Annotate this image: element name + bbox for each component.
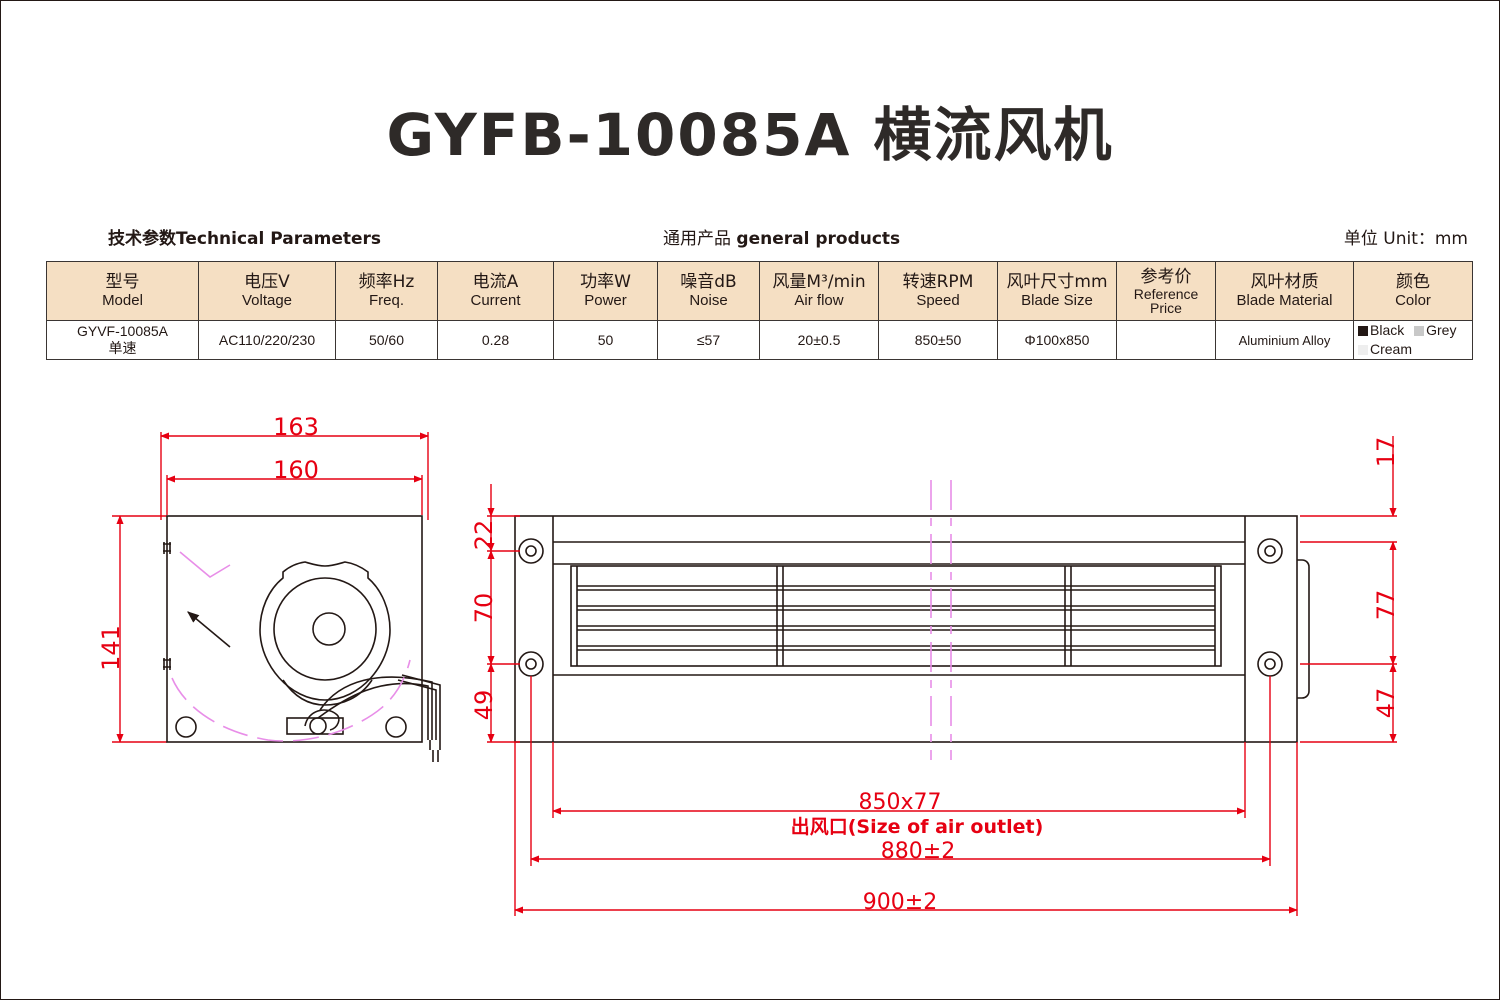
dim-17: 17 <box>1372 437 1400 468</box>
cell-current: 0.28 <box>437 320 554 360</box>
dim-49: 49 <box>470 690 498 721</box>
dim-outlet: 850x77 <box>858 790 941 815</box>
dim-141: 141 <box>97 625 125 671</box>
technical-drawing: 163 160 141 <box>97 413 1400 916</box>
black-swatch <box>1358 326 1368 336</box>
dim-22: 22 <box>470 520 498 551</box>
side-view: 163 160 141 <box>97 413 441 762</box>
outlet-label: 出风口(Size of air outlet) <box>791 815 1044 838</box>
cell-airflow: 20±0.5 <box>759 320 879 360</box>
cell-power: 50 <box>553 320 658 360</box>
cream-swatch <box>1358 345 1368 355</box>
color-cream: Cream <box>1370 341 1413 357</box>
general-products-en: general products <box>736 229 901 249</box>
dim-163: 163 <box>273 413 319 441</box>
cell-color: Black Grey Cream <box>1353 320 1473 360</box>
cell-blade-size: Φ100x850 <box>997 320 1117 360</box>
grey-swatch <box>1414 326 1425 336</box>
dim-47: 47 <box>1372 688 1400 719</box>
color-grey: Grey <box>1426 322 1457 338</box>
cell-price <box>1116 320 1216 360</box>
cell-voltage: AC110/220/230 <box>198 320 336 360</box>
general-products-cn: 通用产品 <box>663 229 731 249</box>
unit-label: 单位 Unit：mm <box>1343 229 1468 249</box>
cell-noise: ≤57 <box>657 320 760 360</box>
dim-900: 900±2 <box>863 890 937 915</box>
dim-160: 160 <box>273 456 319 484</box>
cell-speed: 850±50 <box>878 320 998 360</box>
front-view: 22 70 49 17 77 47 850x77 出风口 <box>470 436 1400 916</box>
tech-params-heading: 技术参数Technical Parameters <box>108 229 382 249</box>
color-black: Black <box>1370 322 1405 338</box>
page-title: GYFB-10085A 横流风机 <box>386 101 1114 169</box>
cell-material: Aluminium Alloy <box>1215 320 1354 360</box>
cell-freq: 50/60 <box>335 320 438 360</box>
general-products-heading: 通用产品 general products <box>663 224 900 249</box>
dim-77: 77 <box>1372 590 1400 621</box>
dim-70: 70 <box>470 593 498 624</box>
dim-880: 880±2 <box>881 839 955 864</box>
